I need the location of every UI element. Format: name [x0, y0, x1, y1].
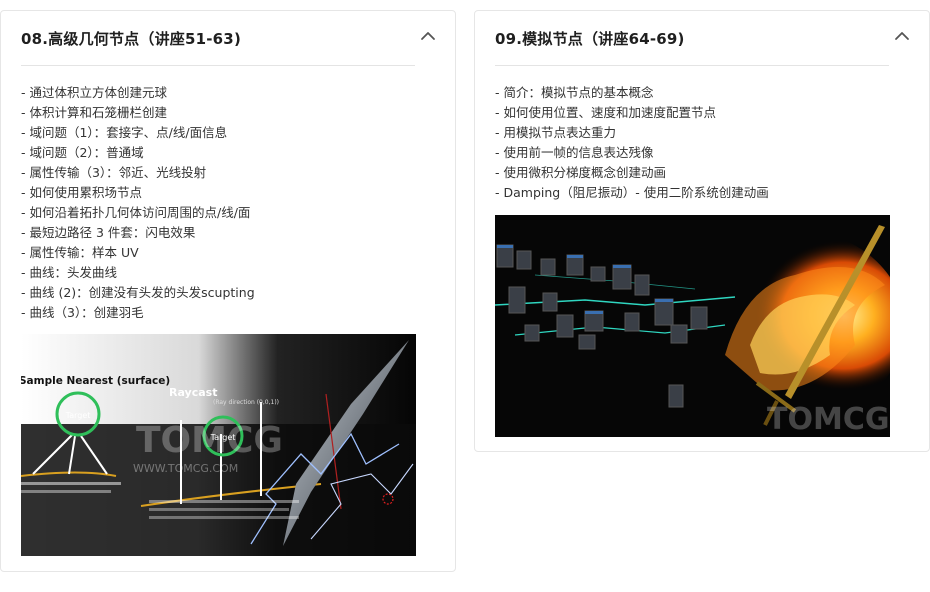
list-item: - 使用前一帧的信息表达残像 [495, 145, 654, 160]
watermark-url: WWW.TOMCG.COM [133, 462, 238, 475]
list-item: - 属性传输（3）：邻近、光线投射 [21, 165, 207, 180]
list-item: - 属性传输：样本 UV [21, 245, 139, 260]
section-title: 08.高级几何节点（讲座51-63) [21, 30, 242, 48]
course-section-card-08: 08.高级几何节点（讲座51-63) - 通过体积立方体创建元球 - 体积计算和… [0, 10, 456, 572]
target-label: Target [65, 411, 91, 420]
list-item: - 域问题（2）：普通域 [21, 145, 144, 160]
target-label: Target [210, 433, 236, 442]
course-section-card-09: 09.模拟节点（讲座64-69) - 简介：模拟节点的基本概念 - 如何使用位置… [474, 10, 930, 452]
list-item: - 域问题（1）：套接字、点/线/面信息 [21, 125, 228, 140]
lecture-thumbnail-image: Target Target Sample Nearest (surface) R… [21, 334, 416, 556]
list-item: - 如何使用累积场节点 [21, 185, 142, 200]
card-header[interactable]: 08.高级几何节点（讲座51-63) [21, 11, 435, 66]
lecture-list: - 通过体积立方体创建元球 - 体积计算和石笼栅栏创建 - 域问题（1）：套接字… [21, 83, 255, 323]
list-item: - Damping（阻尼振动）- 使用二阶系统创建动画 [495, 185, 769, 200]
list-item: - 简介：模拟节点的基本概念 [495, 85, 654, 100]
list-item: - 体积计算和石笼栅栏创建 [21, 105, 167, 120]
list-item: - 通过体积立方体创建元球 [21, 85, 167, 100]
list-item: - 曲线：头发曲线 [21, 265, 117, 280]
raycast-label: Raycast [169, 386, 217, 399]
lecture-thumbnail-image: TOMCG [495, 215, 890, 437]
list-item: - 最短边路径 3 件套：闪电效果 [21, 225, 196, 240]
watermark: TOMCG [767, 402, 889, 437]
raycast-note: (Ray direction (0,0,1)) [213, 399, 279, 406]
sample-nearest-label: Sample Nearest (surface) [21, 375, 170, 387]
list-item: - 如何沿着拓扑几何体访问周围的点/线/面 [21, 205, 251, 220]
section-title: 09.模拟节点（讲座64-69) [495, 30, 685, 48]
list-item: - 曲线（3）：创建羽毛 [21, 305, 144, 320]
list-item: - 如何使用位置、速度和加速度配置节点 [495, 105, 716, 120]
list-item: - 使用微积分梯度概念创建动画 [495, 165, 666, 180]
list-item: - 曲线 (2)：创建没有头发的头发scupting [21, 285, 255, 300]
watermark: TOMCG [136, 420, 283, 461]
card-header[interactable]: 09.模拟节点（讲座64-69) [495, 11, 909, 66]
chevron-up-icon[interactable] [417, 25, 439, 47]
lecture-list: - 简介：模拟节点的基本概念 - 如何使用位置、速度和加速度配置节点 - 用模拟… [495, 83, 769, 203]
chevron-up-icon[interactable] [891, 25, 913, 47]
list-item: - 用模拟节点表达重力 [495, 125, 616, 140]
